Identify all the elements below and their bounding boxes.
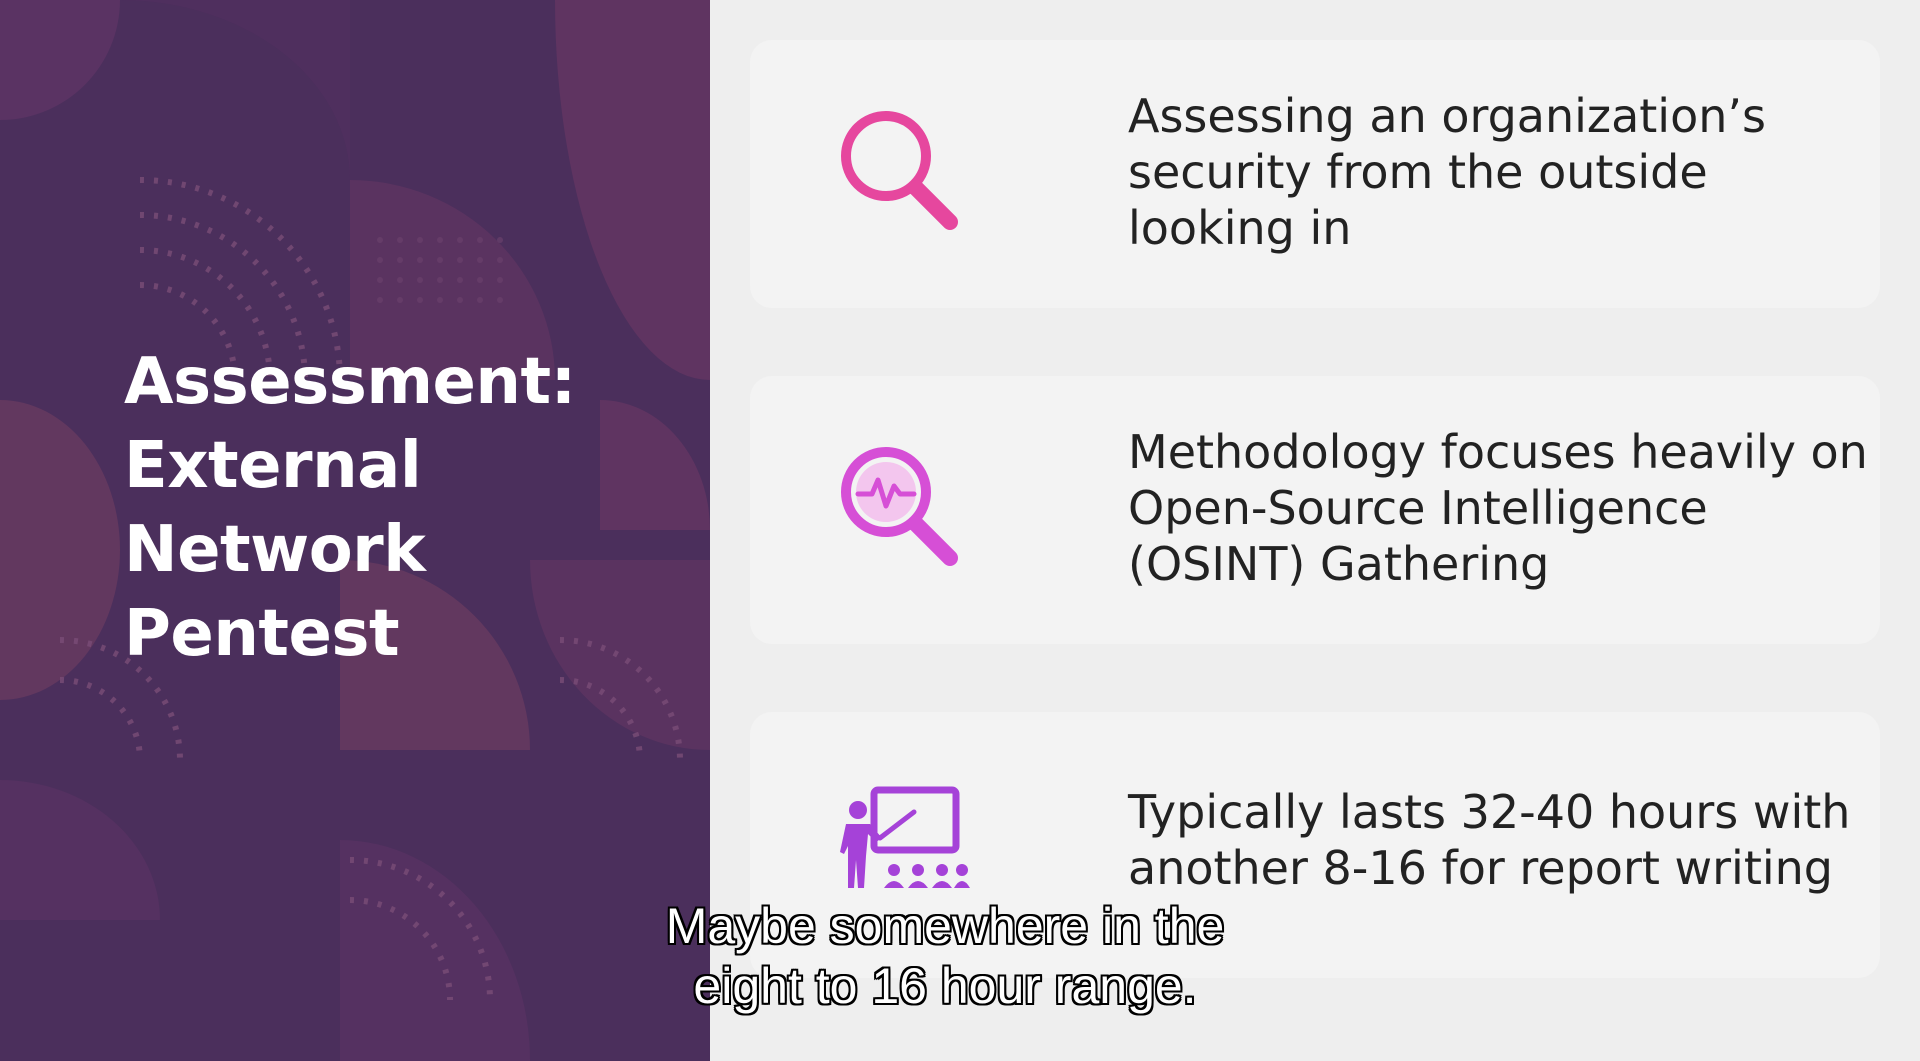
magnifier-heartbeat-icon [841, 447, 958, 566]
video-caption: Maybe somewhere in the eight to 16 hour … [540, 896, 1350, 1016]
caption-line: eight to 16 hour range. [693, 958, 1197, 1014]
slide-title: Assessment: External Network Pentest [124, 340, 576, 676]
presentation-teacher-icon [840, 786, 970, 888]
info-card-osint-methodology: Methodology focuses heavily on Open-Sour… [750, 376, 1880, 644]
title-panel: Assessment: External Network Pentest [0, 0, 710, 1061]
card-text: Assessing an organization’s security fro… [1128, 89, 1766, 255]
card-text: Methodology focuses heavily on Open-Sour… [1128, 425, 1868, 591]
card-text: Typically lasts 32-40 hours with another… [1128, 785, 1851, 895]
caption-line: Maybe somewhere in the [665, 898, 1225, 954]
info-card-duration: Typically lasts 32-40 hours with another… [750, 712, 1880, 978]
title-line: Pentest [124, 597, 400, 671]
content-panel: Assessing an organization’s security fro… [710, 0, 1920, 1061]
title-line: Network [124, 513, 426, 587]
title-line: External [124, 429, 422, 503]
decorative-background [0, 0, 710, 1061]
info-card-external-assessment: Assessing an organization’s security fro… [750, 40, 1880, 308]
title-line: Assessment: [124, 345, 576, 419]
magnifier-icon [841, 111, 958, 230]
